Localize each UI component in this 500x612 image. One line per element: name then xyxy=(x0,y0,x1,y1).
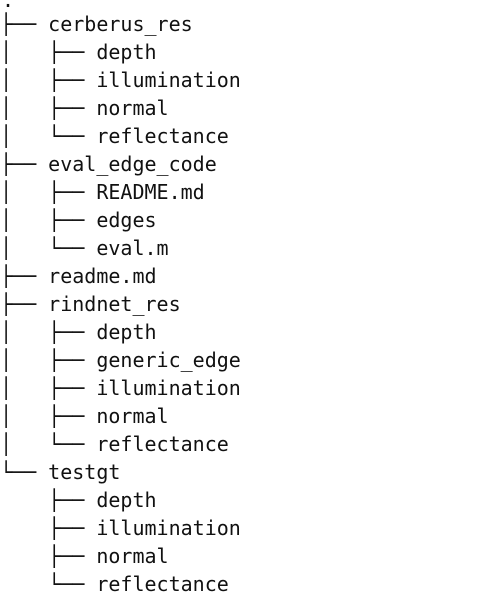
tree-entry-label: normal xyxy=(96,544,169,568)
tree-branch-glyph: ├── xyxy=(0,516,97,540)
tree-entry-label: reflectance xyxy=(96,432,229,456)
tree-entry-child: │ ├── edges xyxy=(0,206,157,234)
tree-entry-label: depth xyxy=(96,320,157,344)
tree-entry-child: │ ├── README.md xyxy=(0,178,205,206)
tree-branch-glyph: │ ├── xyxy=(0,68,97,92)
tree-entry-label: depth xyxy=(96,40,157,64)
tree-entry-label: eval.m xyxy=(96,236,169,260)
tree-branch-glyph: │ └── xyxy=(0,124,97,148)
tree-branch-glyph: │ ├── xyxy=(0,376,97,400)
tree-entry-top: └── testgt xyxy=(0,458,120,486)
tree-entry-child: └── reflectance xyxy=(0,570,229,598)
tree-entry-child: │ ├── illumination xyxy=(0,66,241,94)
tree-entry-top: ├── cerberus_res xyxy=(0,10,193,38)
tree-entry-top: ├── readme.md xyxy=(0,262,157,290)
tree-entry-label: illumination xyxy=(96,376,241,400)
tree-entry-label: normal xyxy=(96,404,169,428)
tree-entry-child: │ ├── generic_edge xyxy=(0,346,241,374)
tree-entry-label: rindnet_res xyxy=(48,292,181,316)
tree-branch-glyph: │ ├── xyxy=(0,40,97,64)
tree-branch-glyph: ├── xyxy=(0,488,97,512)
tree-entry-label: edges xyxy=(96,208,157,232)
tree-branch-glyph: │ ├── xyxy=(0,96,97,120)
tree-branch-glyph: └── xyxy=(0,572,97,596)
tree-entry-top: ├── eval_edge_code xyxy=(0,150,217,178)
tree-entry-label: reflectance xyxy=(96,124,229,148)
tree-entry-label: README.md xyxy=(96,180,205,204)
tree-branch-glyph: └── xyxy=(0,460,49,484)
tree-branch-glyph: │ ├── xyxy=(0,208,97,232)
tree-entry-child: │ ├── normal xyxy=(0,94,169,122)
tree-entry-child: ├── normal xyxy=(0,542,169,570)
tree-entry-label: depth xyxy=(96,488,157,512)
tree-entry-label: illumination xyxy=(96,68,241,92)
tree-branch-glyph: ├── xyxy=(0,292,49,316)
tree-branch-glyph: │ ├── xyxy=(0,404,97,428)
tree-entry-top: ├── rindnet_res xyxy=(0,290,181,318)
tree-entry-label: normal xyxy=(96,96,169,120)
tree-entry-label: generic_edge xyxy=(96,348,241,372)
tree-branch-glyph: ├── xyxy=(0,264,49,288)
tree-entry-label: readme.md xyxy=(48,264,157,288)
tree-root: . xyxy=(2,0,15,12)
tree-branch-glyph: ├── xyxy=(0,152,49,176)
tree-entry-label: illumination xyxy=(96,516,241,540)
tree-entry-child: │ └── eval.m xyxy=(0,234,169,262)
tree-entry-label: cerberus_res xyxy=(48,12,193,36)
tree-entry-child: │ ├── depth xyxy=(0,38,157,66)
tree-branch-glyph: │ ├── xyxy=(0,320,97,344)
tree-entry-label: eval_edge_code xyxy=(48,152,217,176)
tree-branch-glyph: │ └── xyxy=(0,432,97,456)
tree-entry-label: reflectance xyxy=(96,572,229,596)
tree-entry-child: ├── illumination xyxy=(0,514,241,542)
tree-entry-child: │ ├── depth xyxy=(0,318,157,346)
tree-entry-child: │ ├── illumination xyxy=(0,374,241,402)
tree-entry-child: ├── depth xyxy=(0,486,157,514)
tree-branch-glyph: ├── xyxy=(0,12,49,36)
tree-branch-glyph: ├── xyxy=(0,544,97,568)
tree-entry-label: testgt xyxy=(48,460,121,484)
tree-branch-glyph: │ ├── xyxy=(0,348,97,372)
tree-branch-glyph: │ ├── xyxy=(0,180,97,204)
tree-entry-child: │ ├── normal xyxy=(0,402,169,430)
tree-branch-glyph: │ └── xyxy=(0,236,97,260)
tree-entry-child: │ └── reflectance xyxy=(0,122,229,150)
tree-entry-child: │ └── reflectance xyxy=(0,430,229,458)
